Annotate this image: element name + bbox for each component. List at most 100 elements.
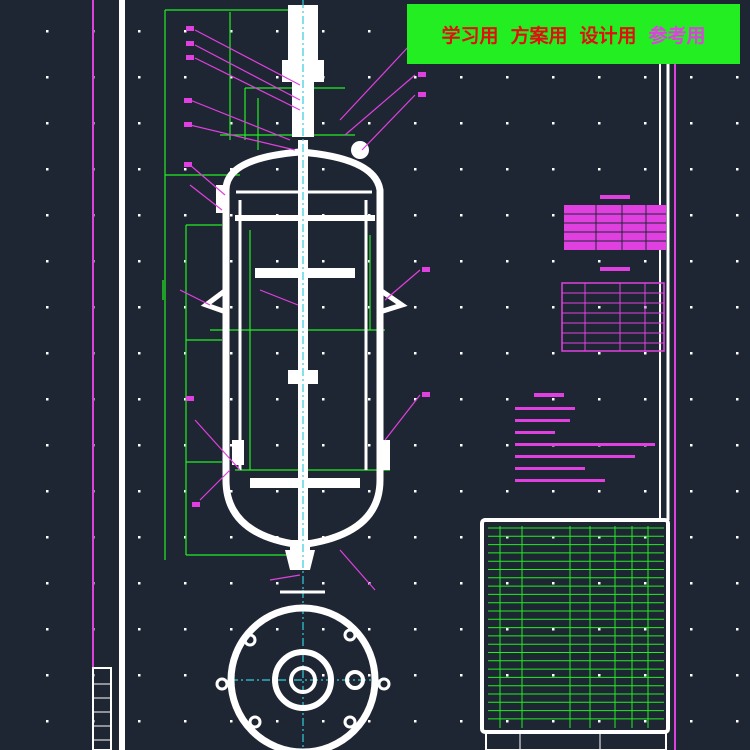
grid-dot [736,536,739,539]
grid-dot [460,122,463,125]
grid-dot [230,76,233,79]
grid-dot [552,628,555,631]
grid-dot [414,582,417,585]
grid-dot [368,628,371,631]
grid-dot [736,76,739,79]
grid-dot [506,720,509,723]
grid-dot [276,398,279,401]
support-lugs [200,287,408,315]
grid-dot [138,260,141,263]
grid-dot [184,30,187,33]
grid-dot [690,76,693,79]
grid-dot [276,490,279,493]
grid-dot [598,720,601,723]
agitator [235,5,375,540]
grid-dot [736,352,739,355]
grid-dot [598,582,601,585]
grid-dot [276,30,279,33]
grid-dot [552,674,555,677]
grid-dot [552,76,555,79]
grid-dot [598,674,601,677]
grid-dot [690,582,693,585]
grid-dot [506,214,509,217]
grid-dot [368,398,371,401]
grid-dot [46,30,49,33]
grid-dot [368,122,371,125]
grid-dot [46,444,49,447]
grid-dot [230,398,233,401]
grid-dot [644,628,647,631]
grid-dot [230,30,233,33]
grid-dot [736,582,739,585]
grid-dot [322,444,325,447]
banner-label-study: 学习用 [441,24,499,47]
grid-dot [460,260,463,263]
nozzle-table [561,267,665,352]
grid-dot [276,582,279,585]
grid-dot [736,444,739,447]
grid-dot [552,214,555,217]
grid-dot [138,490,141,493]
grid-dot [46,260,49,263]
grid-dot [230,582,233,585]
grid-dot [230,628,233,631]
grid-dot [276,76,279,79]
grid-dot [184,168,187,171]
grid-dot [368,352,371,355]
grid-dot [184,260,187,263]
grid-dot [368,260,371,263]
grid-dot [184,306,187,309]
grid-dot [184,490,187,493]
grid-dot [552,398,555,401]
grid-dot [276,306,279,309]
grid-dot [736,168,739,171]
grid-dot [368,536,371,539]
grid-dot [644,122,647,125]
grid-dot [690,260,693,263]
banner-label-scheme: 方案用 [510,24,568,47]
grid-dot [414,168,417,171]
grid-dot [644,260,647,263]
grid-dot [138,168,141,171]
grid-dot [506,674,509,677]
left-title-block [92,667,112,750]
grid-dot [460,168,463,171]
grid-dot [506,398,509,401]
grid-dot [552,352,555,355]
grid-dot [736,720,739,723]
grid-dot [46,76,49,79]
grid-dot [736,674,739,677]
grid-dot [138,76,141,79]
grid-dot [414,260,417,263]
grid-dot [506,628,509,631]
grid-dot [184,674,187,677]
grid-dot [644,398,647,401]
grid-dot [322,260,325,263]
plan-view [215,590,391,750]
grid-dot [46,398,49,401]
grid-dot [184,536,187,539]
grid-dot [506,582,509,585]
grid-dot [460,582,463,585]
grid-dot [690,306,693,309]
grid-dot [736,306,739,309]
grid-dot [690,490,693,493]
grid-dot [414,76,417,79]
grid-dot [414,720,417,723]
grid-dot [736,398,739,401]
grid-dot [460,536,463,539]
grid-dot [690,398,693,401]
grid-dot [644,352,647,355]
grid-dot [414,490,417,493]
grid-dot [460,490,463,493]
grid-dot [230,168,233,171]
grid-dot [736,260,739,263]
grid-dot [230,490,233,493]
grid-dot [414,628,417,631]
grid-dot [414,536,417,539]
grid-dot [690,536,693,539]
grid-dot [138,30,141,33]
grid-dot [276,168,279,171]
grid-dot [644,582,647,585]
